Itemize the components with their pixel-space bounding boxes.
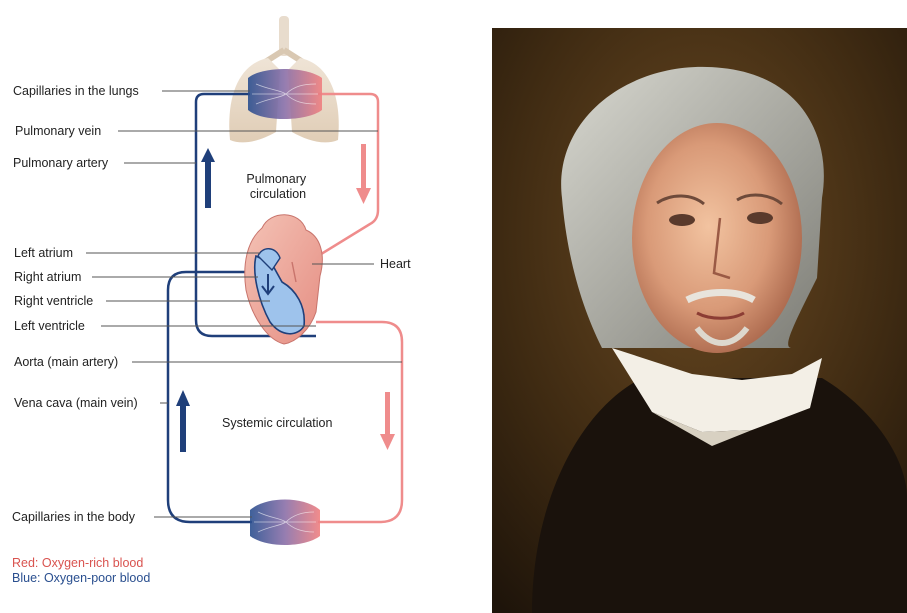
- label-pulmonary-vein: Pulmonary vein: [15, 124, 101, 138]
- body-capillaries: [250, 500, 320, 546]
- systemic-circulation-label: Systemic circulation: [222, 416, 332, 430]
- arrow-down-systemic: [380, 392, 395, 450]
- leader-lines: [86, 91, 402, 517]
- label-aorta: Aorta (main artery): [14, 355, 118, 369]
- pulmonary-circulation-line-1: Pulmonary: [246, 172, 306, 186]
- arrow-up-systemic: [176, 390, 190, 452]
- lung-capillaries: [248, 69, 322, 119]
- label-pulmonary-artery: Pulmonary artery: [13, 156, 109, 170]
- portrait-face: [632, 123, 802, 353]
- legend-blue: Blue: Oxygen-poor blood: [12, 571, 150, 585]
- label-left-ventricle: Left ventricle: [14, 319, 85, 333]
- arrow-down-pulmonary: [356, 144, 371, 204]
- portrait-painting: [492, 28, 907, 613]
- circulation-diagram: Capillaries in the lungs Pulmonary vein …: [0, 0, 490, 613]
- heart-illustration: [245, 215, 323, 344]
- label-capillaries-body: Capillaries in the body: [12, 510, 136, 524]
- label-vena-cava: Vena cava (main vein): [14, 396, 138, 410]
- label-right-atrium: Right atrium: [14, 270, 81, 284]
- pulmonary-circulation-label: Pulmonary circulation: [246, 172, 309, 201]
- label-capillaries-lungs: Capillaries in the lungs: [13, 84, 139, 98]
- label-left-atrium: Left atrium: [14, 246, 73, 260]
- label-right-ventricle: Right ventricle: [14, 294, 93, 308]
- pulmonary-circulation-line-2: circulation: [250, 187, 306, 201]
- arrow-up-pulmonary: [201, 148, 215, 208]
- legend-red: Red: Oxygen-rich blood: [12, 556, 143, 570]
- label-heart: Heart: [380, 257, 411, 271]
